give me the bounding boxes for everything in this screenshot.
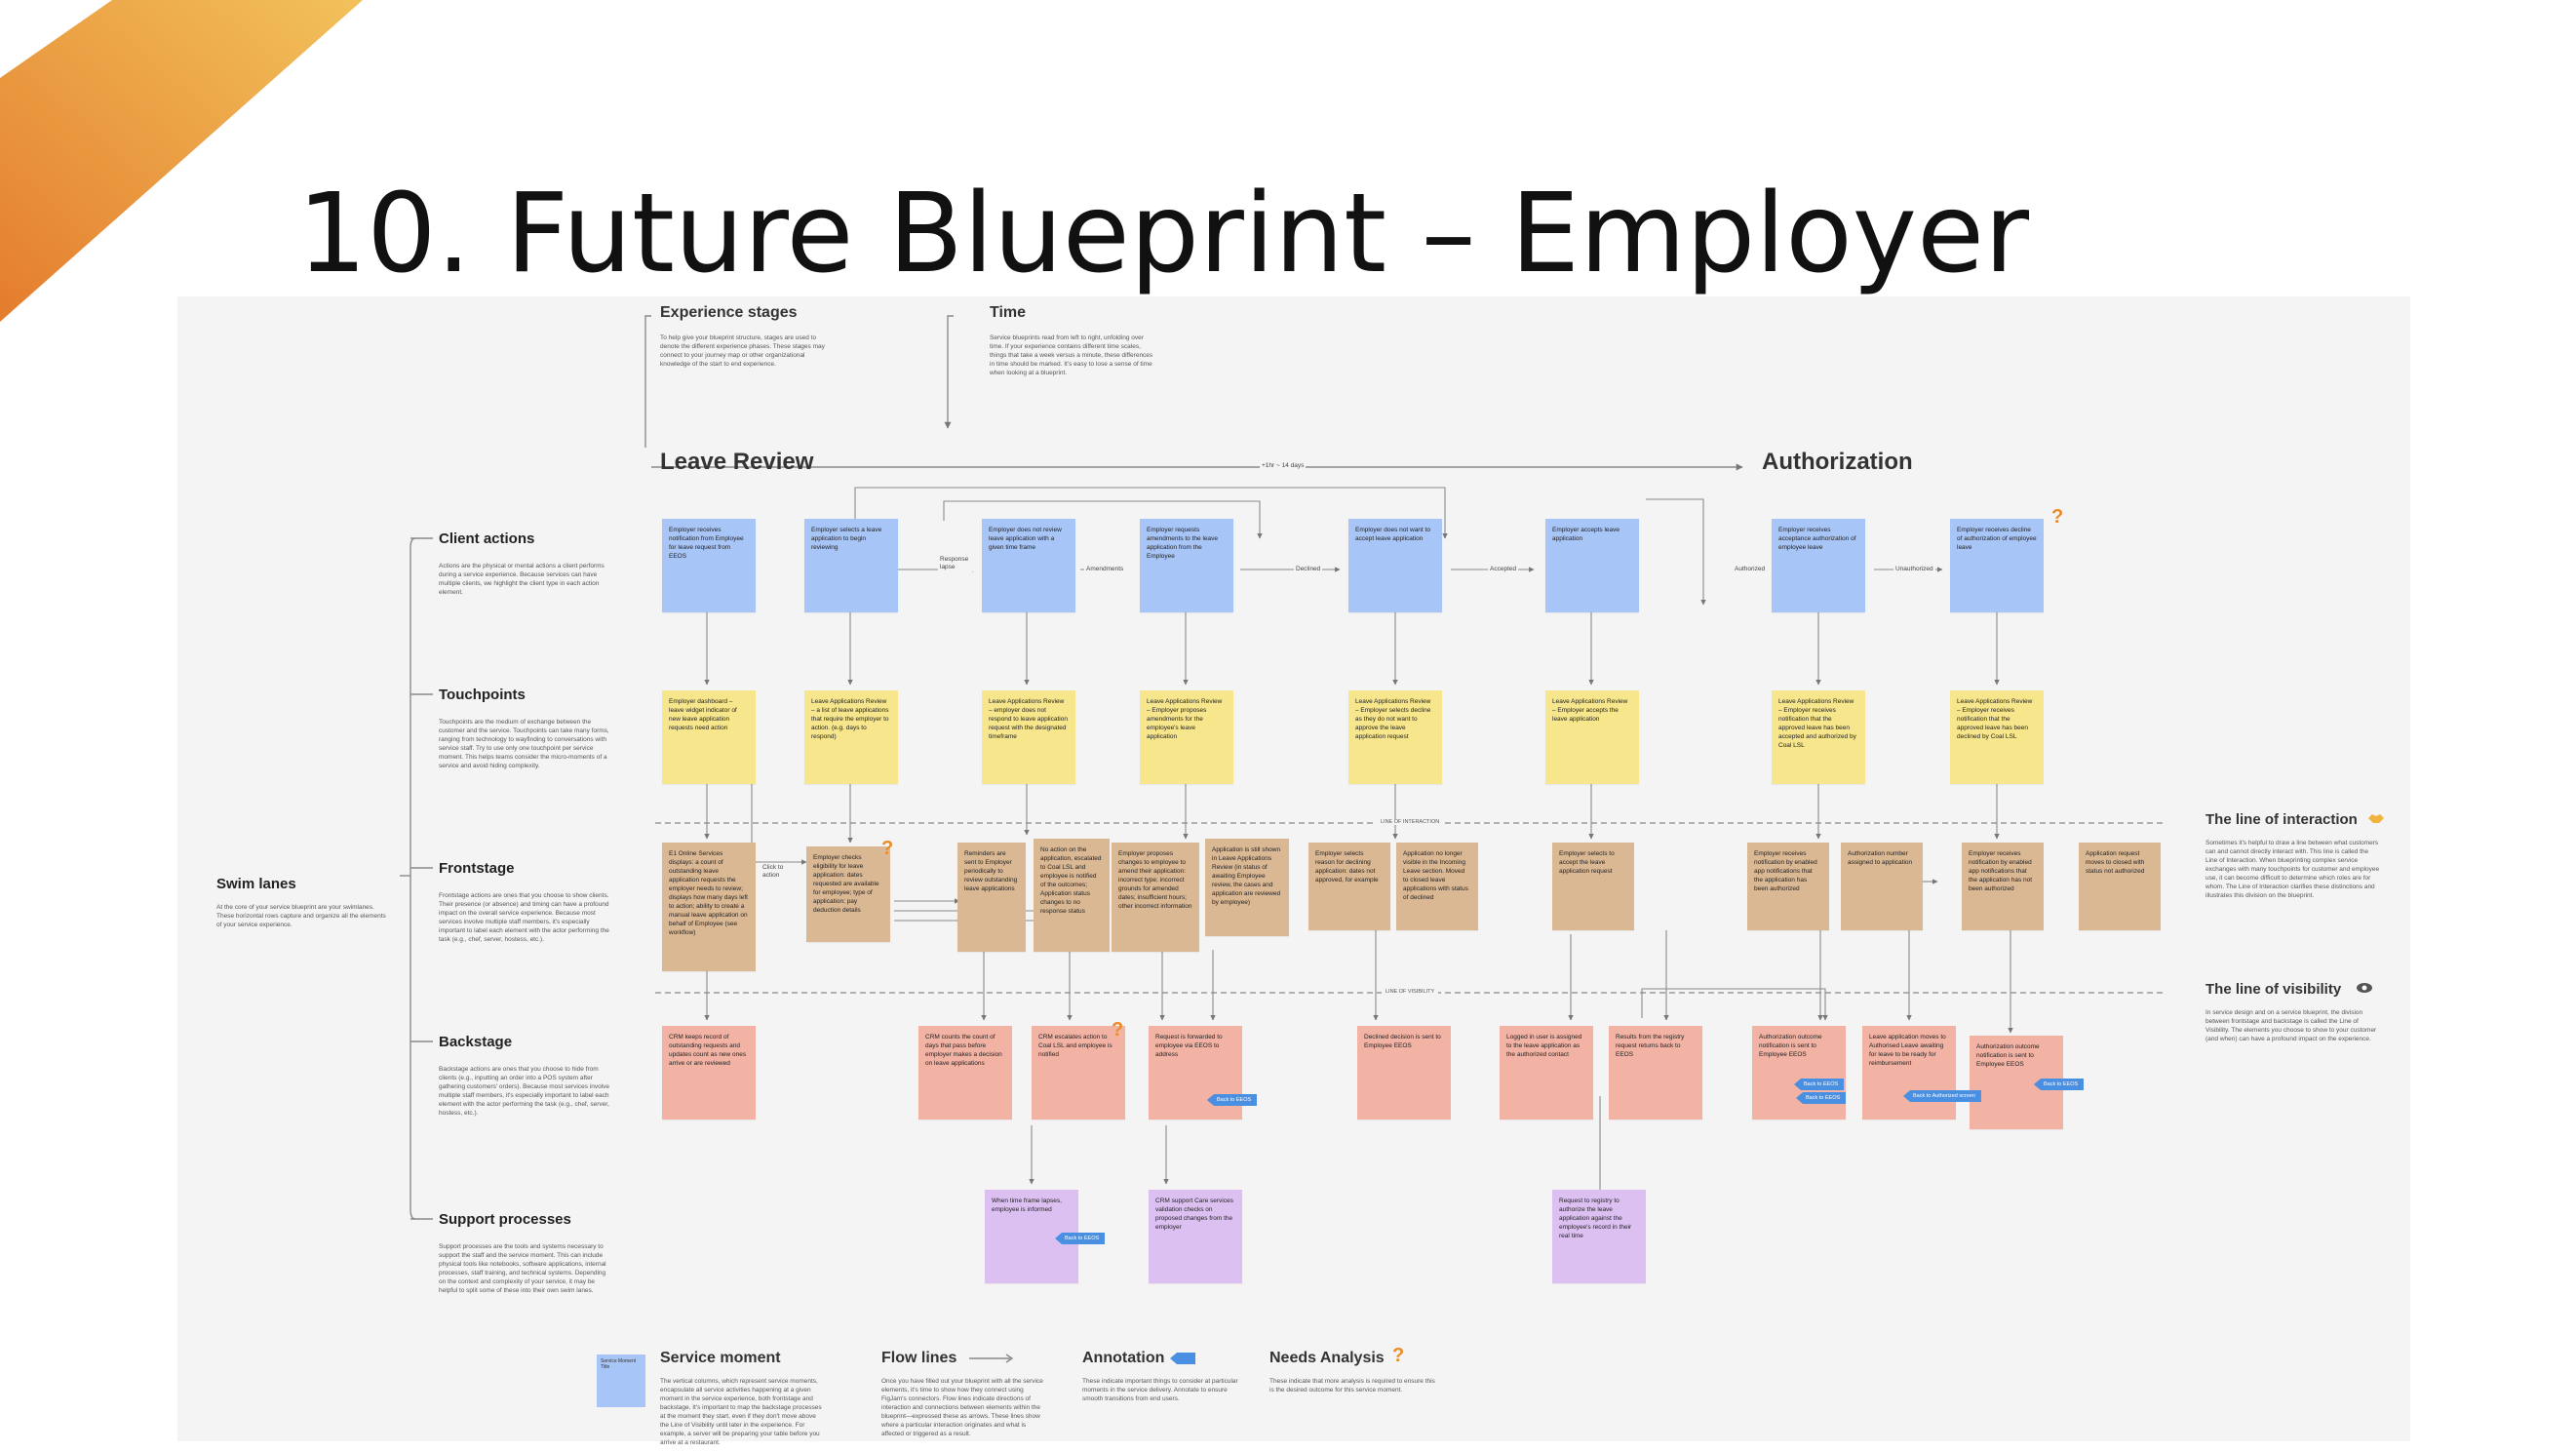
frontstage-card[interactable]: Employer proposes changes to employee to… (1112, 843, 1199, 952)
lane-client-actions-text: Actions are the physical or mental actio… (439, 563, 605, 596)
eye-icon (2357, 983, 2372, 993)
frontstage-card[interactable]: Application no longer visible in the Inc… (1396, 843, 1478, 930)
needs-analysis-icon: ? (881, 838, 894, 859)
support-card[interactable]: CRM support Care services validation che… (1149, 1190, 1242, 1283)
frontstage-card[interactable]: Employer receives notification by enable… (1962, 843, 2044, 930)
client-action-card[interactable]: Employer does not review leave applicati… (982, 519, 1075, 612)
client-action-card[interactable]: Employer accepts leave application (1545, 519, 1639, 612)
annotation-tag[interactable]: Back to EEOS (1055, 1233, 1106, 1244)
flow-label-declined: Declined (1294, 566, 1323, 572)
lane-support-text: Support processes are the tools and syst… (439, 1243, 606, 1294)
flow-label-accepted: Accepted (1488, 566, 1519, 572)
backstage-card[interactable]: CRM counts the count of days that pass b… (918, 1026, 1012, 1119)
legend-needs-analysis-text: These indicate that more analysis is req… (1269, 1378, 1435, 1394)
frontstage-card[interactable]: Authorization number assigned to applica… (1841, 843, 1923, 930)
frontstage-card[interactable]: No action on the application, escalated … (1034, 839, 1110, 952)
annotation-tag[interactable]: Back to EEOS (1207, 1094, 1258, 1106)
touchpoint-card[interactable]: Leave Applications Review – Employer acc… (1545, 690, 1639, 784)
annotation-tag[interactable]: Back to EEOS (1794, 1079, 1845, 1090)
backstage-card[interactable]: CRM keeps record of outstanding requests… (662, 1026, 756, 1119)
legend-needs-analysis-title: Needs Analysis (1269, 1350, 1385, 1366)
annotation-tag[interactable]: Back to EEOS (2034, 1079, 2085, 1090)
support-card[interactable]: Request to registry to authorize the lea… (1552, 1190, 1646, 1283)
lane-client-actions-title: Client actions (439, 530, 535, 547)
time-text: Service blueprints read from left to rig… (990, 334, 1153, 376)
lane-touchpoints-text: Touchpoints are the medium of exchange b… (439, 719, 609, 769)
frontstage-card[interactable]: Application is still shown in Leave Appl… (1205, 839, 1289, 936)
corner-decoration (0, 0, 363, 322)
line-of-interaction-title: The line of interaction (2205, 811, 2358, 828)
legend-service-moment-sample: Service Moment Title (597, 1355, 645, 1407)
stage-leave-review: Leave Review (660, 449, 814, 475)
touchpoint-card[interactable]: Leave Applications Review – a list of le… (804, 690, 898, 784)
frontstage-card[interactable]: Employer selects to accept the leave app… (1552, 843, 1634, 930)
needs-analysis-icon: ? (1112, 1019, 1124, 1041)
legend-service-moment-text: The vertical columns, which represent se… (660, 1378, 822, 1446)
lane-backstage-title: Backstage (439, 1034, 513, 1050)
frontstage-card[interactable]: E1 Online Services displays: a count of … (662, 843, 756, 971)
legend-flow-lines-text: Once you have filled out your blueprint … (881, 1378, 1043, 1437)
line-of-interaction-text: Sometimes it's helpful to draw a line be… (2205, 840, 2380, 899)
touchpoint-card[interactable]: Leave Applications Review – Employer sel… (1348, 690, 1442, 784)
flow-label-click-to-action: Click to action (761, 864, 792, 880)
annotation-tag[interactable]: Back to EEOS (1796, 1092, 1847, 1104)
touchpoint-card[interactable]: Leave Applications Review – employer doe… (982, 690, 1075, 784)
legend-service-moment-title: Service moment (660, 1350, 781, 1366)
annotation-tag-sample (1170, 1353, 1195, 1364)
touchpoint-card[interactable]: Employer dashboard – leave widget indica… (662, 690, 756, 784)
flow-label-authorized: Authorized (1733, 566, 1768, 572)
frontstage-card[interactable]: Employer checks eligibility for leave ap… (806, 846, 890, 942)
frontstage-card[interactable]: Employer selects reason for declining ap… (1308, 843, 1390, 930)
legend-flow-lines-title: Flow lines (881, 1350, 957, 1366)
backstage-card[interactable]: Logged in user is assigned to the leave … (1500, 1026, 1593, 1119)
legend-annotation-text: These indicate important things to consi… (1082, 1378, 1238, 1402)
legend-annotation-title: Annotation (1082, 1350, 1165, 1366)
arrow-right-icon (969, 1354, 1014, 1363)
lane-swim-lanes-text: At the core of your service blueprint ar… (216, 904, 386, 928)
time-title: Time (990, 304, 1027, 321)
backstage-card[interactable]: Declined decision is sent to Employee EE… (1357, 1026, 1451, 1119)
line-of-visibility-label: LINE OF VISIBILITY (1382, 989, 1439, 995)
experience-stages-text: To help give your blueprint structure, s… (660, 334, 825, 368)
flow-label-response-lapse: Response lapse (938, 556, 979, 571)
needs-analysis-icon: ? (2051, 506, 2064, 528)
stage-duration: +1hr ~ 14 days (1260, 462, 1307, 469)
client-action-card[interactable]: Employer requests amendments to the leav… (1140, 519, 1233, 612)
handshake-icon (2368, 814, 2384, 823)
client-action-card[interactable]: Employer receives decline of authorizati… (1950, 519, 2044, 612)
flow-label-unauthorized: Unauthorized (1893, 566, 1935, 572)
experience-stages-title: Experience stages (660, 304, 798, 321)
line-of-visibility-title: The line of visibility (2205, 981, 2342, 998)
lane-touchpoints-title: Touchpoints (439, 687, 526, 703)
lane-backstage-text: Backstage actions are ones that you choo… (439, 1066, 610, 1117)
slide-title: 10. Future Blueprint – Employer (297, 171, 2030, 297)
blueprint-canvas[interactable]: Experience stages To help give your blue… (177, 296, 2410, 1446)
frontstage-card[interactable]: Reminders are sent to Employer periodica… (957, 843, 1026, 952)
line-of-interaction-label: LINE OF INTERACTION (1377, 819, 1444, 825)
lane-support-title: Support processes (439, 1211, 571, 1228)
backstage-card[interactable]: Results from the registry request return… (1609, 1026, 1702, 1119)
flow-label-amendments: Amendments (1084, 566, 1126, 572)
frontstage-card[interactable]: Employer receives notification by enable… (1747, 843, 1829, 930)
client-action-card[interactable]: Employer selects a leave application to … (804, 519, 898, 612)
client-action-card[interactable]: Employer receives acceptance authorizati… (1772, 519, 1865, 612)
backstage-card[interactable]: CRM escalates action to Coal LSL and emp… (1032, 1026, 1125, 1119)
backstage-card[interactable]: Authorization outcome notification is se… (1752, 1026, 1846, 1119)
frontstage-card[interactable]: Application request moves to closed with… (2079, 843, 2161, 930)
lane-frontstage-title: Frontstage (439, 860, 515, 877)
needs-analysis-icon: ? (1392, 1345, 1405, 1366)
touchpoint-card[interactable]: Leave Applications Review – Employer rec… (1772, 690, 1865, 784)
touchpoint-card[interactable]: Leave Applications Review – Employer pro… (1140, 690, 1233, 784)
line-of-visibility-text: In service design and on a service bluep… (2205, 1009, 2377, 1042)
client-action-card[interactable]: Employer receives notification from Empl… (662, 519, 756, 612)
stage-authorization: Authorization (1762, 449, 1913, 475)
touchpoint-card[interactable]: Leave Applications Review – Employer rec… (1950, 690, 2044, 784)
lane-swim-lanes-title: Swim lanes (216, 876, 296, 892)
client-action-card[interactable]: Employer does not want to accept leave a… (1348, 519, 1442, 612)
backstage-card[interactable]: Leave application moves to Authorised Le… (1862, 1026, 1956, 1119)
lane-frontstage-text: Frontstage actions are ones that you cho… (439, 892, 609, 943)
annotation-tag[interactable]: Back to Authorized screen (1903, 1090, 1981, 1102)
